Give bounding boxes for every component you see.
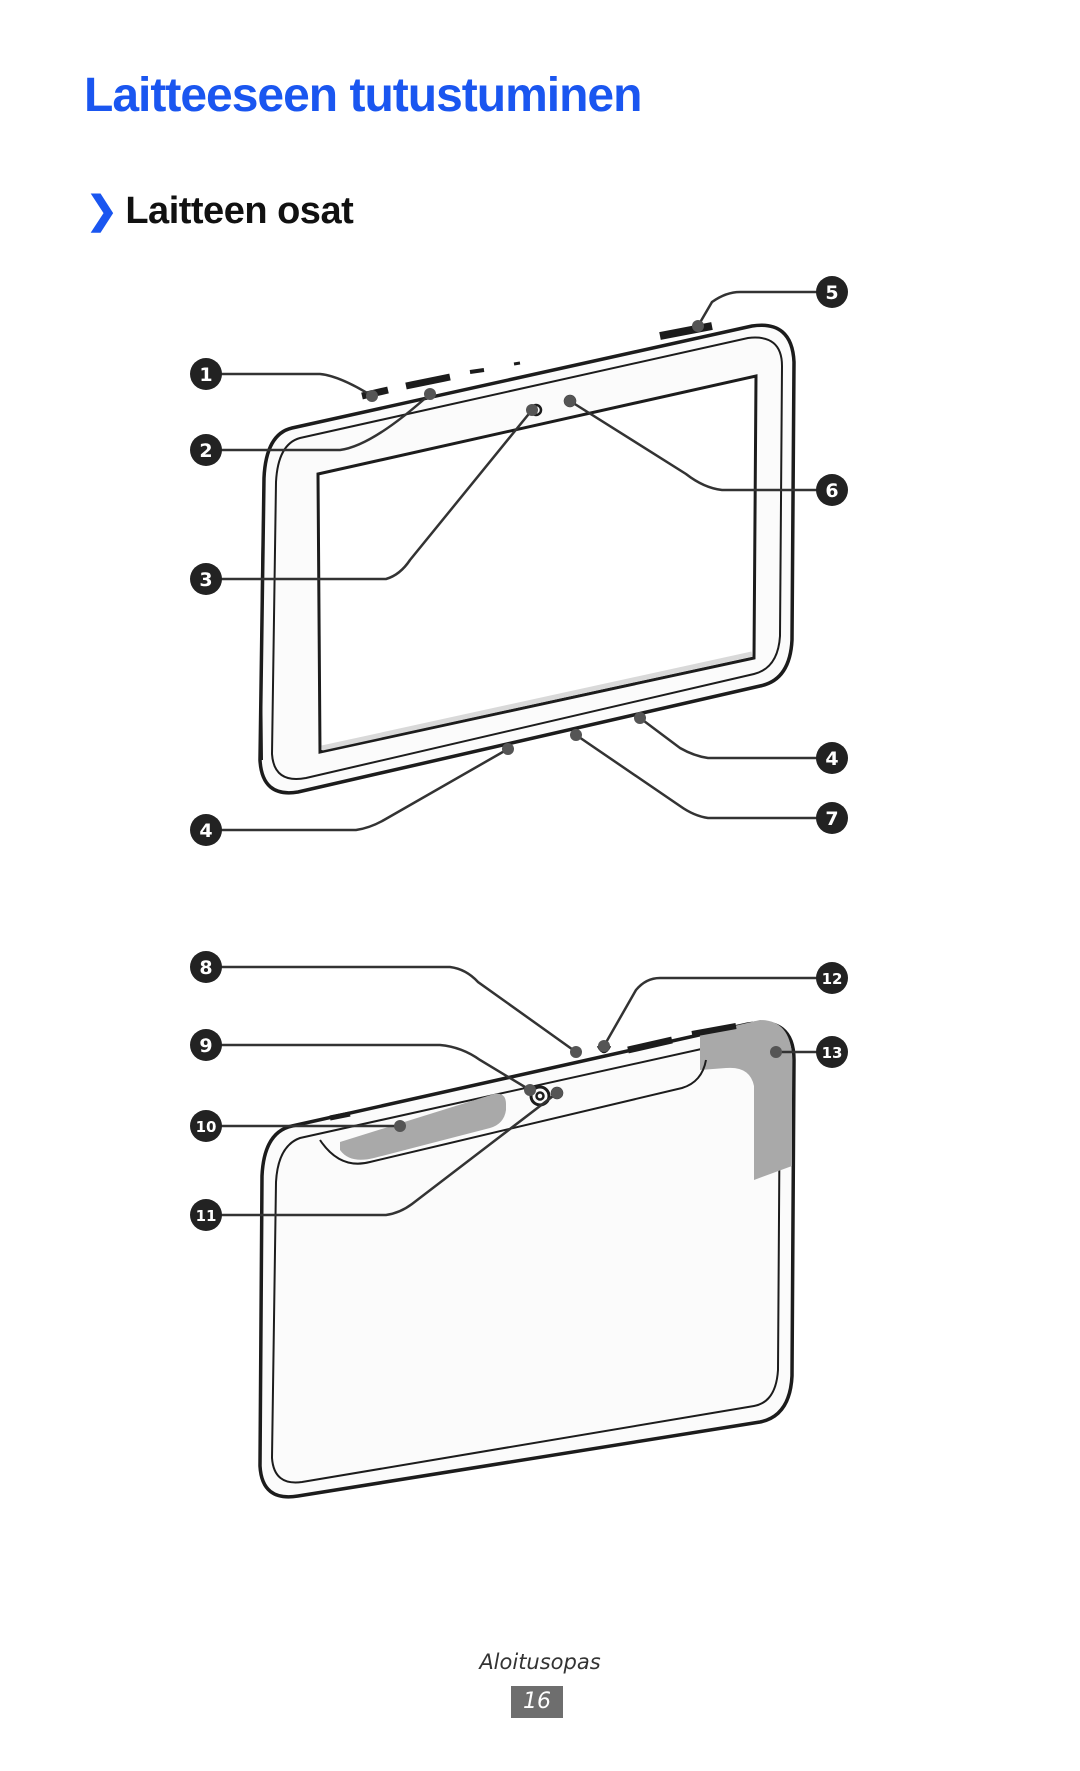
svg-text:1: 1 — [199, 364, 212, 386]
svg-text:11: 11 — [196, 1207, 217, 1225]
leader-lines — [218, 290, 818, 1217]
svg-text:3: 3 — [199, 569, 212, 591]
callout-2: 2 — [190, 434, 222, 466]
tablet-front-illustration — [258, 322, 796, 795]
callout-4-right: 4 — [816, 742, 848, 774]
tablet-back-illustration — [258, 1020, 796, 1499]
anchor-dots — [366, 320, 782, 1132]
svg-text:10: 10 — [196, 1118, 217, 1136]
svg-text:13: 13 — [822, 1044, 843, 1062]
svg-text:6: 6 — [825, 480, 838, 502]
svg-text:9: 9 — [199, 1035, 212, 1057]
svg-text:12: 12 — [822, 970, 843, 988]
svg-text:4: 4 — [825, 748, 838, 770]
callout-3: 3 — [190, 563, 222, 595]
svg-text:4: 4 — [199, 820, 212, 842]
footer-guide-label: Aloitusopas — [479, 1650, 601, 1674]
callout-8: 8 — [190, 951, 222, 983]
section-heading: ❯ Laitteen osat — [86, 190, 354, 232]
callout-11: 11 — [190, 1199, 222, 1231]
callout-6: 6 — [816, 474, 848, 506]
svg-text:8: 8 — [199, 957, 212, 979]
callout-12: 12 — [816, 962, 848, 994]
callout-7: 7 — [816, 802, 848, 834]
callout-13: 13 — [816, 1036, 848, 1068]
section-title: Laitteen osat — [125, 190, 354, 232]
callout-4-left: 4 — [190, 814, 222, 846]
callout-1: 1 — [190, 358, 222, 390]
svg-text:7: 7 — [825, 808, 838, 830]
callout-9: 9 — [190, 1029, 222, 1061]
callout-10: 10 — [190, 1110, 222, 1142]
page-number-badge: 16 — [511, 1686, 563, 1718]
chevron-right-icon: ❯ — [86, 190, 118, 232]
svg-text:2: 2 — [199, 440, 212, 462]
svg-text:5: 5 — [825, 282, 838, 304]
callout-5: 5 — [816, 276, 848, 308]
page-title: Laitteeseen tutustuminen — [84, 69, 642, 122]
